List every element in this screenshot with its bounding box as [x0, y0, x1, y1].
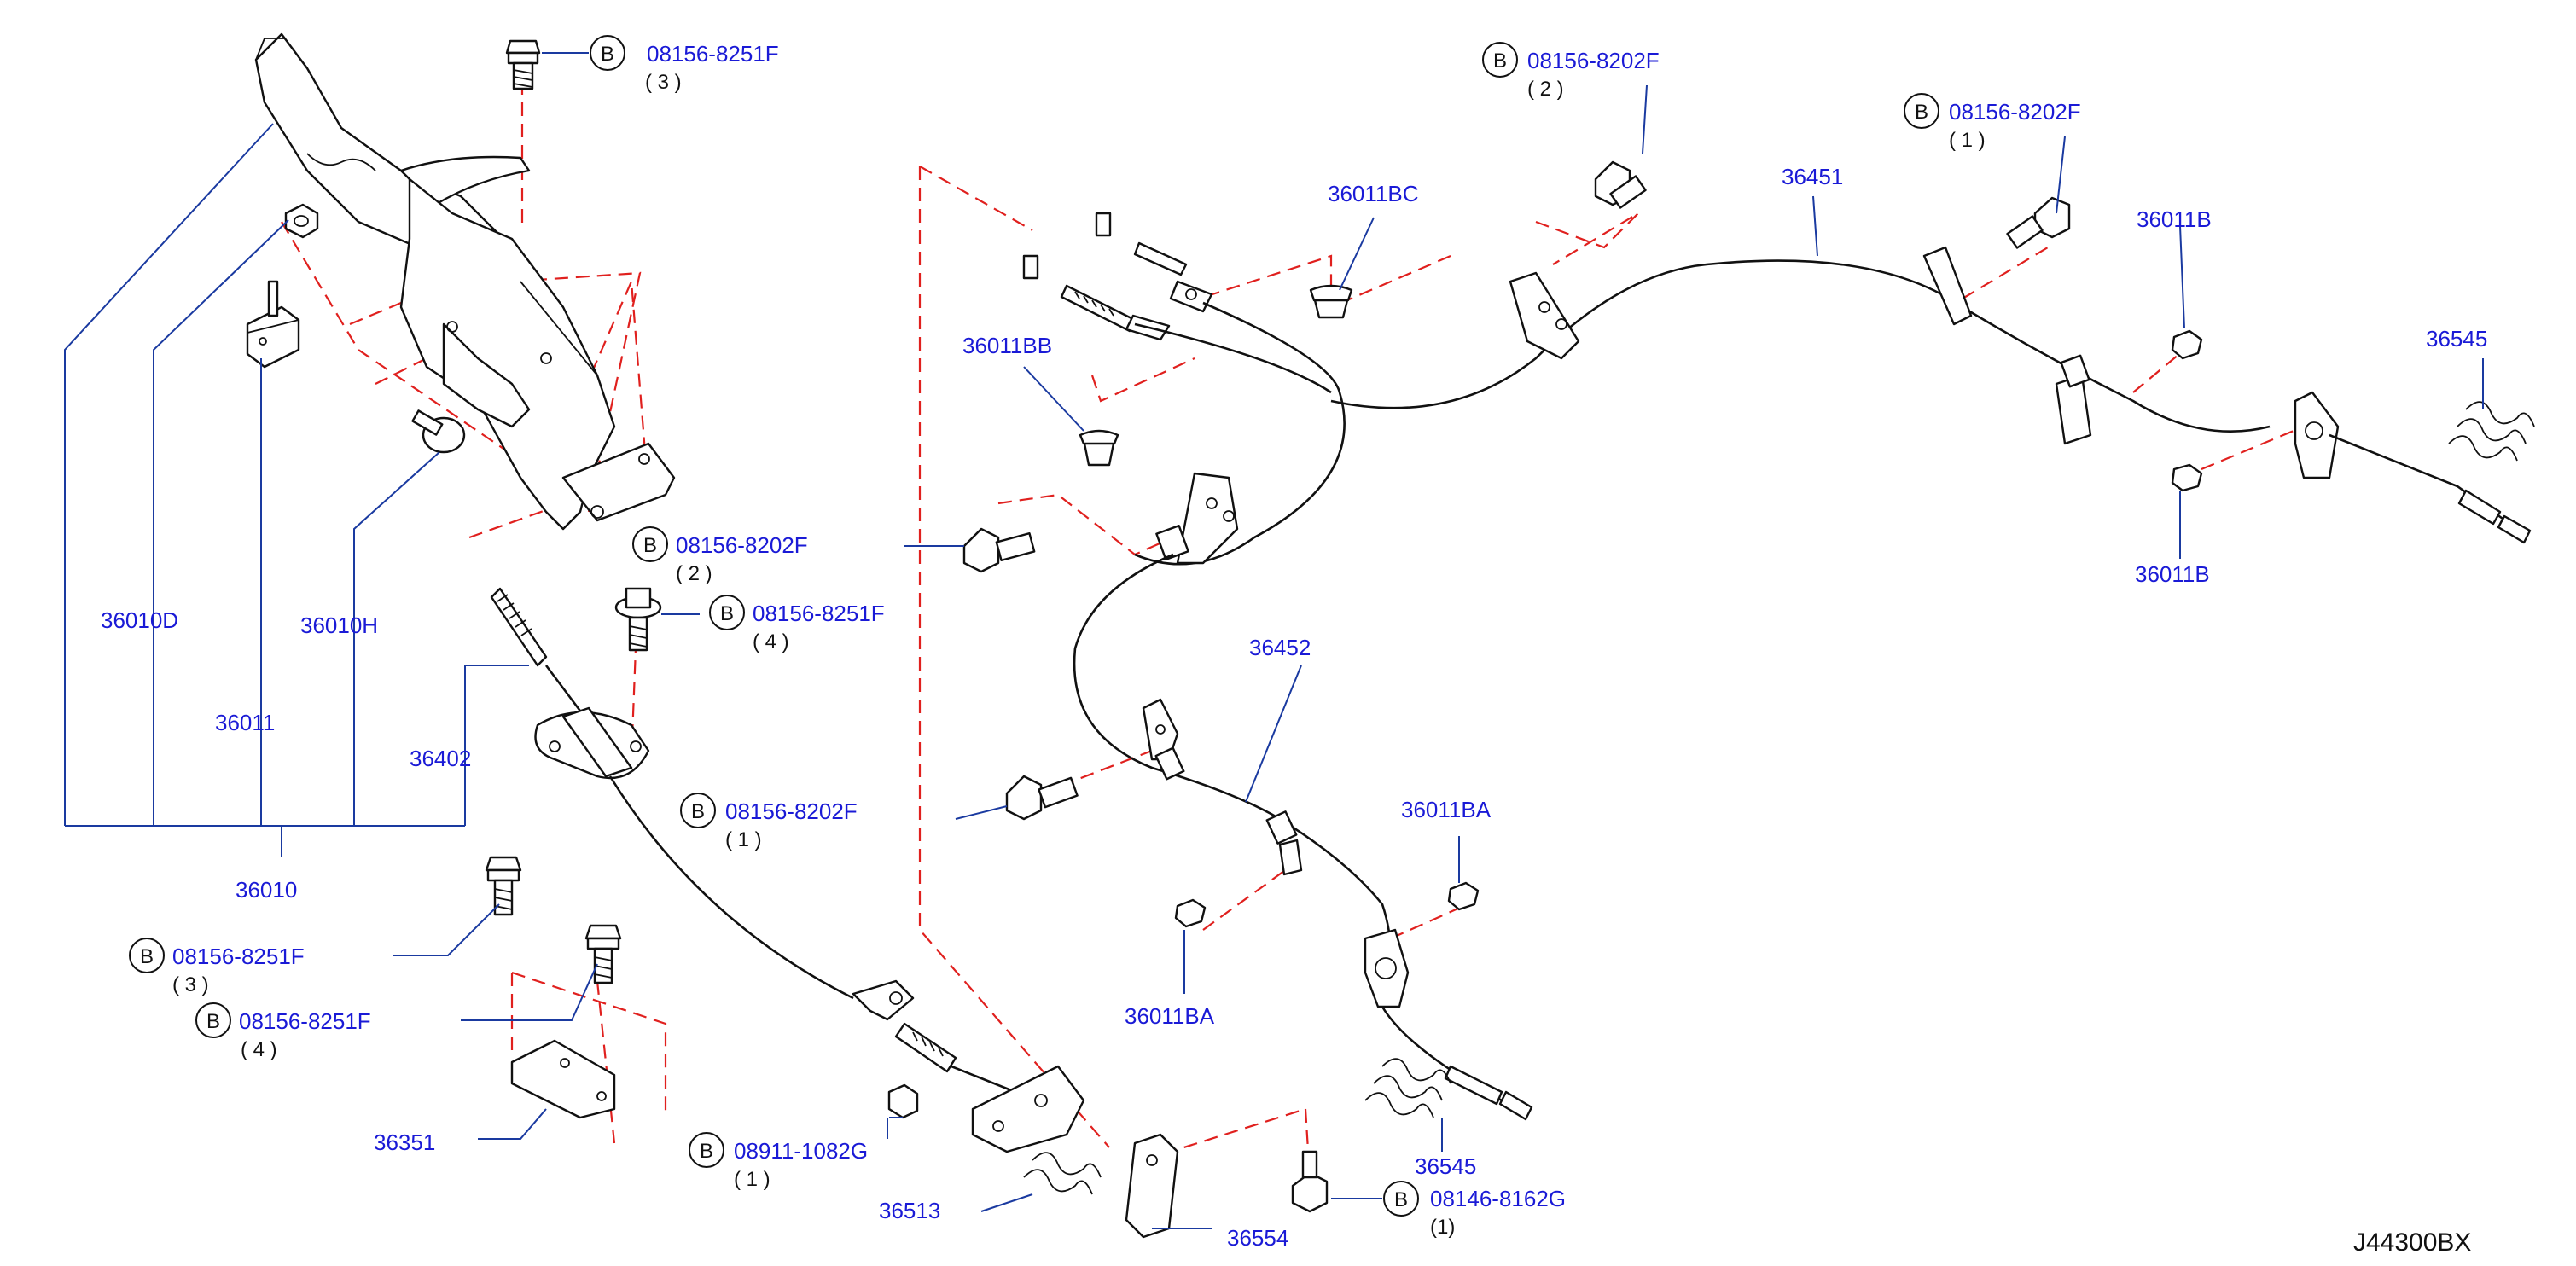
- callout-c2-qty: ( 2 ): [1527, 78, 1564, 101]
- bolt-08156-8251F-center-drawing: [614, 587, 662, 652]
- callout-c5: B 08156-8251F ( 4 ): [709, 595, 885, 653]
- callout-c6: B 08156-8202F ( 1 ): [680, 793, 858, 851]
- callout-c6-qty: ( 1 ): [725, 828, 762, 851]
- bolt-08156-8251F-top-drawing: [505, 39, 541, 90]
- svg-text:B: B: [1394, 1188, 1408, 1211]
- label-36513: 36513: [879, 1198, 940, 1223]
- label-36554: 36554: [1227, 1225, 1288, 1251]
- svg-text:B: B: [643, 534, 657, 557]
- label-36545-upper: 36545: [2426, 326, 2487, 351]
- callout-c3-part: 08156-8202F: [1949, 99, 2081, 125]
- leader-lines: [64, 52, 2484, 1229]
- svg-text:B: B: [140, 945, 154, 968]
- diagram-code: J44300BX: [2353, 1228, 2471, 1257]
- springs-36545-drawing: [1364, 401, 2535, 1118]
- label-36010H: 36010H: [300, 613, 378, 638]
- callout-c7: B 08156-8251F ( 3 ): [129, 938, 305, 996]
- callout-c10: B 08146-8162G (1): [1383, 1181, 1566, 1239]
- callout-c5-qty: ( 4 ): [753, 630, 789, 653]
- callout-c7-part: 08156-8251F: [172, 944, 305, 969]
- center-bolts-drawing: [962, 160, 2071, 1213]
- svg-text:B: B: [206, 1010, 220, 1033]
- callout-c5-part: 08156-8251F: [753, 601, 885, 626]
- callout-c10-qty: (1): [1430, 1216, 1455, 1239]
- parking-brake-lever-drawing: [254, 32, 676, 531]
- callout-c3-qty: ( 1 ): [1949, 129, 1986, 152]
- label-36011BA-left: 36011BA: [1125, 1003, 1215, 1029]
- label-36011BC: 36011BC: [1328, 181, 1419, 206]
- rear-cables-drawing: [1022, 212, 2532, 1121]
- label-36451: 36451: [1782, 164, 1843, 189]
- svg-text:B: B: [1493, 49, 1507, 73]
- return-spring-and-bracket-drawing: [1023, 1133, 1179, 1239]
- callout-c10-part: 08146-8162G: [1430, 1186, 1566, 1211]
- callout-c6-part: 08156-8202F: [725, 799, 858, 824]
- callout-c8-part: 08156-8251F: [239, 1008, 371, 1034]
- clips-nuts-drawing: [887, 284, 2203, 1119]
- callout-c3: B 08156-8202F ( 1 ): [1904, 93, 2081, 152]
- callout-c1: B 08156-8251F ( 3 ): [590, 35, 779, 94]
- lower-left-parts-drawing: [485, 856, 622, 1119]
- front-cable-36402-drawing: [490, 587, 1085, 1153]
- callout-c4: B 08156-8202F ( 2 ): [632, 526, 808, 585]
- callout-c1-part: 08156-8251F: [647, 41, 779, 67]
- label-36011BA-right: 36011BA: [1401, 797, 1492, 822]
- callout-c8-qty: ( 4 ): [241, 1038, 277, 1061]
- callout-c9-qty: ( 1 ): [734, 1168, 770, 1191]
- svg-text:B: B: [720, 602, 734, 625]
- assembly-dash-lines: [281, 60, 2305, 1178]
- svg-text:B: B: [691, 800, 705, 823]
- callout-c7-qty: ( 3 ): [172, 973, 209, 996]
- callout-c4-part: 08156-8202F: [676, 532, 808, 558]
- label-36545-lower: 36545: [1415, 1153, 1476, 1179]
- switch-36011-drawing: [246, 280, 300, 369]
- bolt-36010H-drawing: [411, 409, 466, 454]
- callout-c1-qty: ( 3 ): [645, 71, 682, 94]
- callout-c9: B 08911-1082G ( 1 ): [689, 1132, 868, 1191]
- label-36452: 36452: [1249, 635, 1311, 660]
- label-36011B-lower: 36011B: [2135, 561, 2210, 587]
- label-36010D: 36010D: [101, 607, 178, 633]
- nut-36010-drawing: [284, 203, 319, 239]
- label-36011: 36011: [215, 710, 275, 735]
- label-36011BB: 36011BB: [962, 333, 1052, 358]
- label-36011B-upper: 36011B: [2137, 206, 2212, 232]
- svg-text:B: B: [700, 1140, 713, 1163]
- label-36402: 36402: [410, 746, 471, 771]
- callout-c4-qty: ( 2 ): [676, 562, 712, 585]
- callout-c9-part: 08911-1082G: [734, 1138, 868, 1164]
- callout-c2-part: 08156-8202F: [1527, 48, 1660, 73]
- part-labels: 36010D 36011 36010H 36402 36010 36351 36…: [101, 164, 2487, 1251]
- svg-text:B: B: [601, 43, 614, 66]
- label-36351: 36351: [374, 1130, 435, 1155]
- svg-text:B: B: [1915, 101, 1928, 124]
- callout-c2: B 08156-8202F ( 2 ): [1482, 42, 1660, 101]
- label-36010: 36010: [236, 877, 297, 903]
- callout-c8: B 08156-8251F ( 4 ): [195, 1002, 371, 1061]
